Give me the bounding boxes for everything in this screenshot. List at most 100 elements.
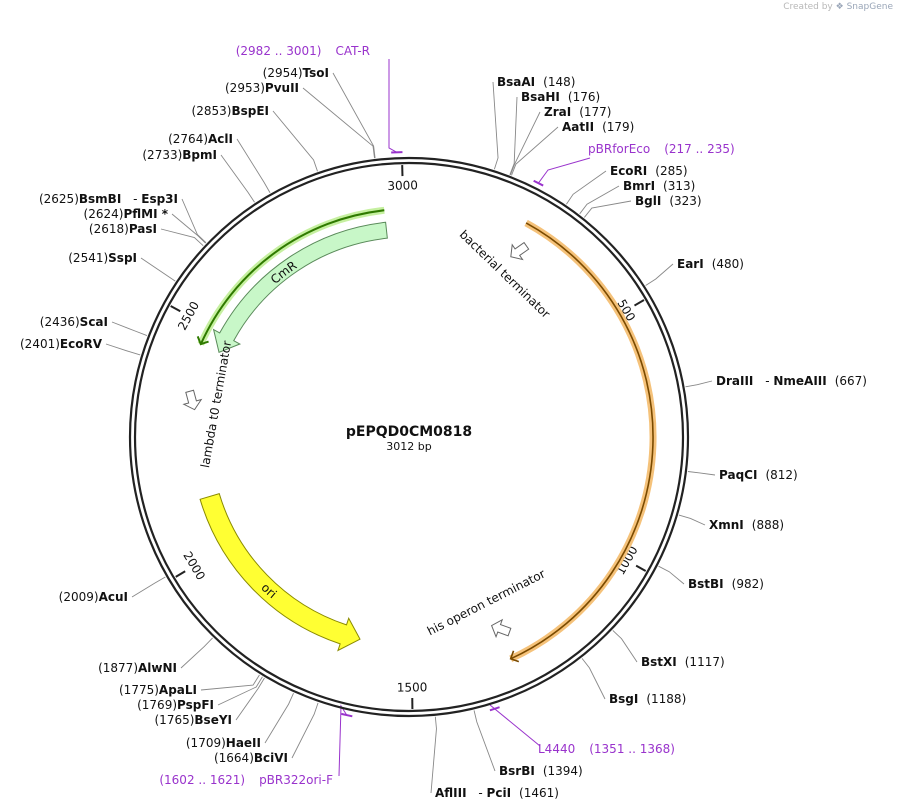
site-position: (1394) [543, 764, 583, 778]
site-bsrbi[interactable]: BsrBI(1394) [499, 764, 583, 778]
bsahi-connector [509, 96, 518, 175]
primer-name: L4440 [538, 742, 575, 756]
backbone-inner-circle [133, 161, 685, 713]
site-position: (313) [663, 179, 695, 193]
haeii-connector [264, 692, 294, 744]
cmr-arrow[interactable] [212, 221, 388, 353]
site-position: (888) [752, 518, 784, 532]
site-name: BstXI [641, 655, 677, 669]
primer-name: pBRforEco [588, 142, 650, 156]
site-position: (2009) [59, 590, 99, 604]
site-tsoi[interactable]: (2954)TsoI [263, 66, 329, 80]
site-bsaai[interactable]: BsaAI(148) [497, 75, 575, 89]
site-bgli[interactable]: BglI(323) [635, 194, 702, 208]
site-name: BciVI [254, 751, 288, 765]
tick-label: 2000 [180, 549, 208, 582]
site-pspfi[interactable]: (1769)PspFI [137, 698, 214, 712]
bpmi-connector [220, 154, 255, 203]
site-eari[interactable]: EarI(480) [677, 257, 744, 271]
site-sspi[interactable]: (2541)SspI [68, 251, 137, 265]
site-name: PvuII [265, 81, 299, 95]
site-name: BsgI [609, 692, 638, 706]
site-position: (667) [835, 374, 867, 388]
sspi-connector [140, 257, 176, 282]
zrai-connector [509, 111, 541, 176]
site-ecorv[interactable]: (2401)EcoRV [20, 337, 103, 351]
snapgene-watermark: Created by ❖ SnapGene [783, 2, 893, 12]
pbrforeco-marker[interactable] [533, 179, 544, 187]
site-name: EarI [677, 257, 704, 271]
pbrforeco-connector [538, 157, 591, 184]
site-pasi[interactable]: (2618)PasI [89, 222, 157, 236]
site-position: (2401) [20, 337, 60, 351]
aatii-connector [511, 126, 559, 176]
primer-l4440[interactable]: L4440(1351 .. 1368) [538, 742, 675, 756]
bsmbi-connector [181, 198, 207, 244]
site-name-2: NmeAIII [773, 374, 826, 388]
site-name: BsaHI [521, 90, 560, 104]
site-alwni[interactable]: (1877)AlwNI [98, 661, 177, 675]
site-name: AflIII [435, 786, 467, 800]
site-bsahi[interactable]: BsaHI(176) [521, 90, 600, 104]
site-position: (982) [732, 577, 764, 591]
primer-pbrforeco[interactable]: pBRforEco (217 .. 235) [588, 142, 735, 156]
site-name: BsmBI [79, 192, 121, 206]
site-labels: BsaAI(148)BsaHI(176)ZraI(177)AatII(179) E… [20, 44, 867, 800]
site-aatii[interactable]: AatII(179) [562, 120, 634, 134]
site-name: TsoI [303, 66, 329, 80]
alwni-connector [180, 637, 213, 669]
site-sep: - [475, 786, 487, 800]
site-apali[interactable]: (1775)ApaLI [119, 683, 197, 697]
lambda-t0-terminator-arrow[interactable] [181, 389, 203, 412]
site-position: (2436) [40, 315, 80, 329]
site-position: (1117) [685, 655, 725, 669]
cmr-selection-line[interactable] [199, 209, 385, 345]
site-acli[interactable]: (2764)AclI [168, 132, 233, 146]
site-bstxi[interactable]: BstXI (1117) [641, 655, 725, 669]
site-xmni[interactable]: XmnI(888) [709, 518, 784, 532]
site-sep: - [761, 374, 773, 388]
primer-range: (217 .. 235) [664, 142, 734, 156]
his-operon-terminator-arrow[interactable] [489, 617, 513, 640]
tick-mark [175, 570, 186, 578]
site-name: EcoRI [610, 164, 647, 178]
site-bmri[interactable]: BmrI(313) [623, 179, 695, 193]
site-acui[interactable]: (2009)AcuI [59, 590, 128, 604]
site-paqci[interactable]: PaqCI(812) [719, 468, 798, 482]
his-operon-terminator-label: his operon terminator [425, 567, 548, 639]
site-scai[interactable]: (2436)ScaI [40, 315, 108, 329]
primer-range: (2982 .. 3001) [236, 44, 322, 58]
site-zrai[interactable]: ZraI(177) [544, 105, 611, 119]
primer-name: CAT-R [335, 44, 370, 58]
tick-label: 3000 [387, 178, 418, 193]
site-bsmbi[interactable]: (2625)BsmBI - Esp3I [39, 192, 178, 206]
site-pvuii[interactable]: (2953)PvuII [225, 81, 299, 95]
site-bsgi[interactable]: BsgI(1188) [609, 692, 686, 706]
tick-label: 2500 [175, 299, 202, 333]
site-haeii[interactable]: (1709)HaeII [186, 736, 261, 750]
site-afliii[interactable]: AflIII - PciI(1461) [435, 786, 559, 800]
site-bcivi[interactable]: (1664)BciVI [214, 751, 288, 765]
pvuii-connector [302, 87, 375, 159]
bgli-connector [583, 200, 632, 218]
site-bpmi[interactable]: (2733)BpmI [142, 148, 217, 162]
site-ecori[interactable]: EcoRI(285) [610, 164, 688, 178]
watermark-brand: SnapGene [846, 2, 893, 12]
site-pflmi[interactable]: (2624)PflMI * [84, 207, 169, 221]
site-bstbi[interactable]: BstBI(982) [688, 577, 764, 591]
site-position: (2954) [263, 66, 303, 80]
pasi-connector [160, 228, 204, 247]
plasmid-name: pEPQD0CM0818 [346, 424, 472, 440]
scai-connector [111, 321, 148, 337]
bacterial-terminator-arrow[interactable] [506, 238, 532, 264]
site-bspei[interactable]: (2853)BspEI [192, 104, 269, 118]
site-draiii[interactable]: DraIII - NmeAIII(667) [716, 374, 867, 388]
apali-connector [200, 674, 260, 691]
site-position: (2618) [89, 222, 129, 236]
ori-arrow[interactable] [199, 492, 361, 652]
site-bseyi[interactable]: (1765)BseYI [155, 713, 233, 727]
primer-cat-r[interactable]: (2982 .. 3001) CAT-R [236, 44, 370, 58]
primer-pbr322ori-f[interactable]: (1602 .. 1621)pBR322ori-F [159, 773, 333, 787]
orange-feature-line[interactable] [510, 222, 654, 660]
site-position: (1709) [186, 736, 226, 750]
